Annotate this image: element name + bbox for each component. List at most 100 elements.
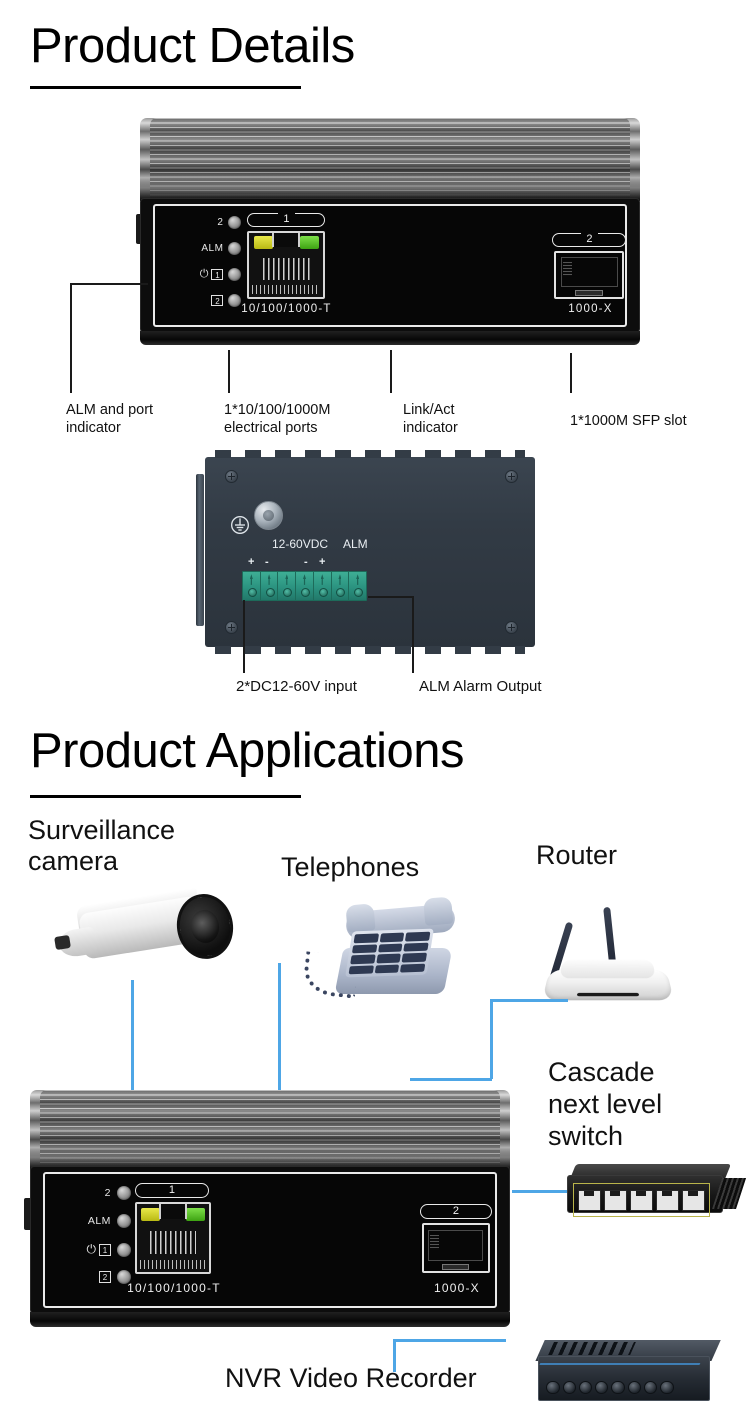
leader-line-electrical	[228, 350, 230, 393]
rj45-port-1[interactable]	[247, 230, 326, 299]
act-led-green-icon	[185, 1208, 205, 1222]
nvr-knob[interactable]	[562, 1380, 576, 1395]
alarm-label: ALM	[343, 537, 368, 551]
terminal-pin[interactable]	[278, 572, 297, 600]
terminal-block[interactable]	[242, 571, 367, 601]
chassis-tabs-top	[214, 450, 526, 458]
leader-line-alm-h	[70, 283, 148, 285]
app-label-router: Router	[536, 840, 618, 870]
terminal-pin[interactable]	[349, 572, 367, 600]
polarity-minus-1: -	[265, 556, 269, 568]
port-number-2-2: 2	[447, 1204, 464, 1217]
cascade-port[interactable]	[603, 1189, 627, 1211]
terminal-pin[interactable]	[296, 572, 314, 600]
nvr-knob[interactable]	[578, 1380, 593, 1395]
keypad-key[interactable]	[401, 952, 427, 963]
callout-link-act-indicator: Link/Act indicator	[403, 402, 458, 436]
leader-line-alm	[70, 283, 72, 393]
nvr-knob[interactable]	[643, 1380, 658, 1395]
keypad-key[interactable]	[404, 931, 430, 942]
terminal-pin[interactable]	[243, 572, 261, 600]
led-row-power-link1: ⏻ 1	[169, 267, 242, 281]
led-label-alm: ALM	[201, 242, 224, 254]
led-label-alm-2: ALM	[87, 1215, 111, 1228]
link2-icon: 2	[98, 1271, 111, 1284]
cascade-port[interactable]	[655, 1189, 679, 1211]
led-indicator-icon	[116, 1242, 131, 1257]
nvr-vents	[547, 1342, 636, 1356]
mount-ear-left-2	[24, 1198, 35, 1230]
cascade-switch-image	[560, 1160, 747, 1228]
app-label-cascade-switch: Cascade next level switch	[548, 1057, 663, 1151]
switch-front-face: 2 ALM ⏻ 1 2	[140, 198, 640, 333]
keypad-key[interactable]	[379, 932, 405, 942]
led-indicator-icon	[228, 215, 242, 229]
nvr-knob[interactable]	[660, 1380, 674, 1395]
switch-bottom-view: 12-60VDC ALM + - - +	[196, 450, 535, 654]
surveillance-camera-image	[54, 876, 240, 981]
link-line-telephone	[278, 963, 281, 1094]
led-label-port2: 2	[217, 216, 224, 228]
polarity-plus-2: +	[319, 556, 326, 568]
keypad-key[interactable]	[403, 942, 429, 952]
keypad-key[interactable]	[399, 963, 425, 973]
led-row-port2-2: 2	[59, 1186, 131, 1201]
link1-icon: 1	[211, 268, 224, 280]
keypad-key[interactable]	[353, 933, 379, 943]
title-underline-details	[30, 86, 301, 89]
rj45-pins	[262, 258, 311, 280]
link-line-router-v	[490, 999, 493, 1079]
callout-alm-output: ALM Alarm Output	[419, 678, 542, 695]
rj45-base	[139, 1259, 207, 1270]
telephone-image	[300, 900, 475, 1000]
chassis-tabs-bottom	[214, 646, 526, 654]
telephone-keypad[interactable]	[345, 928, 434, 978]
keypad-key[interactable]	[374, 964, 400, 974]
nvr-knob-row	[546, 1371, 674, 1404]
leader-line-linkact	[390, 350, 392, 393]
power-icon: ⏻	[86, 1242, 96, 1257]
terminal-pin[interactable]	[260, 572, 279, 600]
callout-alm-port-indicator: ALM and port indicator	[66, 402, 154, 436]
sfp-slot-2[interactable]	[421, 1223, 490, 1274]
switch-bottom-edge-2	[30, 1312, 510, 1327]
voltage-label: 12-60VDC	[272, 537, 329, 551]
led-indicator-icon	[116, 1214, 131, 1229]
terminal-pin[interactable]	[331, 572, 350, 600]
app-label-nvr: NVR Video Recorder	[225, 1363, 477, 1393]
nvr-image	[530, 1335, 735, 1417]
terminal-pin[interactable]	[313, 572, 332, 600]
leader-line-alm-out	[412, 596, 414, 673]
led-indicator-icon	[116, 1186, 131, 1201]
led-row-alm-2: ALM	[59, 1214, 131, 1229]
leader-line-sfp	[570, 353, 572, 393]
sfp-latch	[574, 289, 603, 296]
leader-line-alm-out-h	[368, 596, 413, 598]
corner-screw-tl	[225, 470, 238, 483]
cascade-port[interactable]	[577, 1189, 601, 1211]
cascade-port[interactable]	[681, 1189, 705, 1211]
nvr-knob[interactable]	[611, 1380, 625, 1395]
port-bracket-2: 2	[552, 232, 627, 247]
led-indicator-icon	[228, 241, 242, 255]
telephone-cord	[301, 951, 359, 999]
led-row-link2: 2	[169, 293, 242, 307]
switch-heatsink-top-2	[30, 1090, 510, 1170]
keypad-key[interactable]	[351, 943, 377, 954]
polarity-plus-1: +	[248, 556, 255, 568]
sfp-slot[interactable]	[554, 250, 625, 299]
nvr-knob[interactable]	[546, 1380, 560, 1395]
keypad-key[interactable]	[377, 943, 403, 953]
port-name-electrical: 10/100/1000-T	[241, 302, 332, 315]
link-line-router-h	[490, 999, 568, 1002]
led-indicator-icon	[116, 1270, 131, 1285]
rj45-latch	[272, 232, 301, 247]
cascade-port[interactable]	[629, 1189, 653, 1211]
port-bracket-1: 1	[247, 212, 326, 227]
nvr-knob[interactable]	[627, 1380, 641, 1395]
nvr-knob[interactable]	[595, 1380, 609, 1395]
rj45-base	[252, 285, 321, 295]
rj45-port-1-2[interactable]	[134, 1202, 211, 1275]
link-line-router-h2	[410, 1078, 492, 1081]
keypad-key[interactable]	[375, 953, 401, 963]
